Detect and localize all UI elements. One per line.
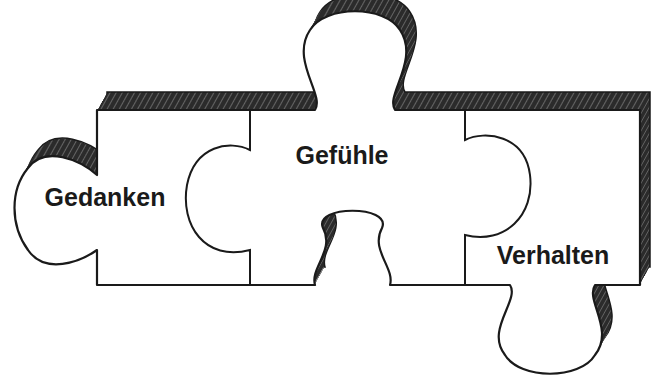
puzzle-piece: Gefühle [262,136,422,176]
piece-seam [186,110,250,285]
piece-label: Verhalten [497,242,610,270]
piece-label: Gedanken [45,184,166,212]
piece-label: Gefühle [295,142,388,170]
puzzle-front-face [15,11,641,374]
puzzle-piece: Verhalten [470,236,636,276]
puzzle-piece: Gedanken [30,178,180,218]
